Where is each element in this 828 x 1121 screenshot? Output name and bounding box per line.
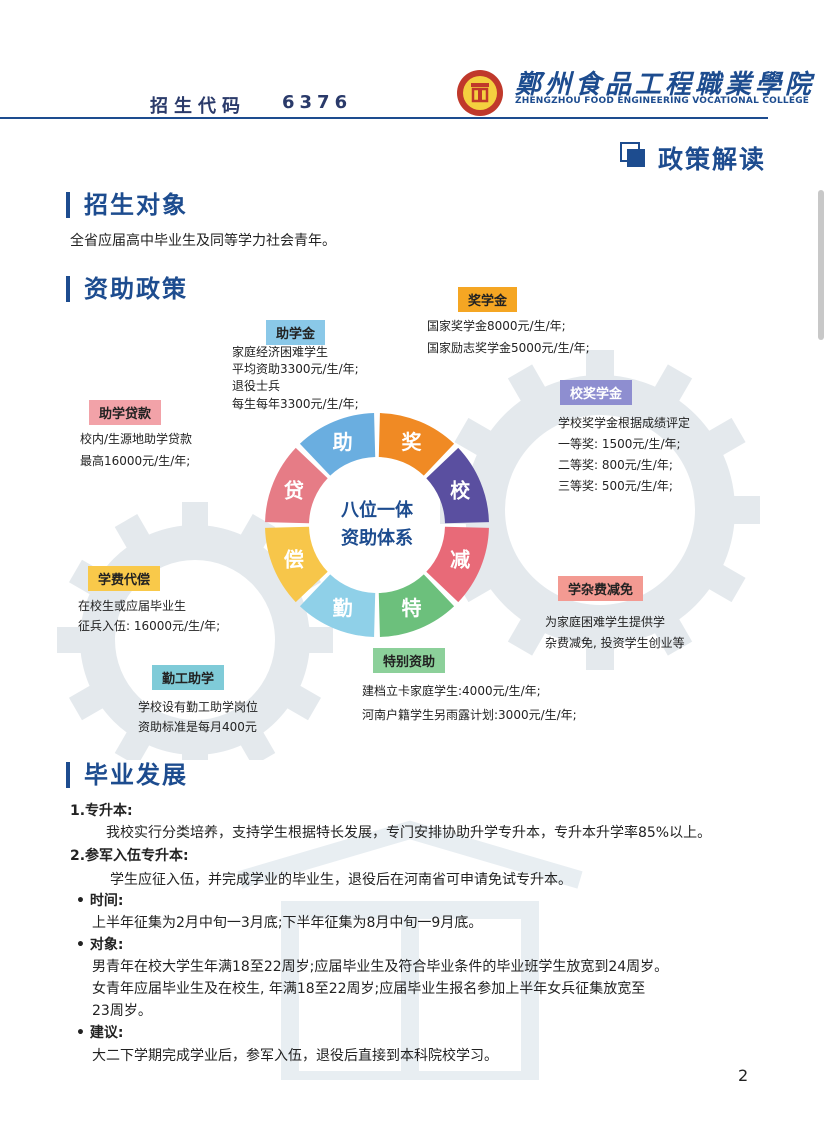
square-icon [620,142,645,167]
ring-segment-7 [265,447,328,524]
ring-segment-label-1: 奖 [401,430,422,454]
fee-waiver-line-1: 为家庭困难学生提供学 [545,615,666,629]
grant-tag: 助学金 [266,320,326,345]
ring-segment-label-8: 助 [333,430,353,454]
grant-line-4: 每生每年3300元/生/年; [232,397,359,411]
advice-text: 大二下学期完成学业后，参军入伍，退役后直接到本科院校学习。 [92,1048,498,1064]
school-scholarship-line-3: 二等奖: 800元/生/年; [558,458,673,472]
enroll-code-value: 6376 [282,92,353,113]
page-number: 2 [738,1066,749,1085]
school-name-zh: 鄭州食品工程職業學院 [515,70,816,100]
fee-waiver-line-2: 杂费减免, 投资学生创业等 [545,636,685,650]
grant-line-3: 退役士兵 [232,379,281,393]
career-item2-title: 2.参军入伍专升本: [70,848,189,864]
policy-title: 政策解读 [658,145,767,174]
school-scholarship-line-4: 三等奖: 500元/生/年; [558,479,673,493]
target-line-2: 女青年应届毕业生及在校生, 年满18至22周岁;应届毕业生报名参加上半年女兵征集… [92,981,646,997]
grant-line-2: 平均资助3300元/生/年; [232,362,359,376]
career-heading: 毕业发展 [66,762,188,788]
right-gear-shape [440,350,760,670]
ring-segment-4 [378,574,455,637]
fee-waiver-tag: 学杂费减免 [558,576,644,601]
center-line2: 资助体系 [341,527,413,549]
school-name-en: ZHENGZHOU FOOD ENGINEERING VOCATIONAL CO… [515,96,810,106]
ring-segment-2 [426,447,489,524]
target-line-1: 男青年在校大学生年满18至22周岁;应届毕业生及符合毕业条件的毕业班学生放宽到2… [92,959,669,975]
ring-segment-1 [378,413,455,476]
aid-heading: 资助政策 [66,276,188,302]
tuition-comp-line-2: 征兵入伍: 16000元/生/年; [78,619,221,633]
advice-label: • 建议: [76,1025,124,1041]
career-item1-text: 我校实行分类培养，支持学生根据特长发展，专门安排协助升学专升本，专升本升学率85… [106,825,712,841]
ring-segment-5 [299,574,376,637]
special-aid-tag: 特别资助 [373,648,446,673]
header-divider [0,117,768,119]
tuition-comp-line-1: 在校生或应届毕业生 [78,599,187,613]
career-item2-text: 学生应征入伍，并完成学业的毕业生，退役后在河南省可申请免试专升本。 [110,872,572,888]
scholarship-tag: 奖学金 [458,287,518,312]
scrollbar[interactable] [818,190,824,340]
grant-line-1: 家庭经济困难学生 [232,345,329,359]
enroll-code-label: 招生代码 [150,96,246,117]
work-study-line-2: 资助标准是每月400元 [138,720,257,734]
ring-segment-label-7: 贷 [284,479,304,503]
ring-segment-8 [299,413,376,476]
loan-tag: 助学贷款 [89,400,162,425]
loan-line-1: 校内/生源地助学贷款 [80,432,193,446]
ring-segment-label-4: 特 [401,596,421,620]
school-scholarship-line-2: 一等奖: 1500元/生/年; [558,437,681,451]
time-text: 上半年征集为2月中旬一3月底;下半年征集为8月中旬一9月底。 [92,915,483,931]
ring-segment-6 [265,526,328,603]
school-seal-icon [457,70,503,116]
loan-line-2: 最高16000元/生/年; [80,454,191,468]
tuition-comp-tag: 学费代偿 [88,566,161,591]
admission-heading: 招生对象 [66,192,188,218]
watermark-logo-icon [237,820,583,1080]
time-label: • 时间: [76,893,124,909]
school-scholarship-tag: 校奖学金 [560,380,633,405]
school-scholarship-line-1: 学校奖学金根据成绩评定 [558,416,691,430]
ring-segment-label-5: 勤 [333,596,353,620]
center-line1: 八位一体 [341,499,414,521]
ring-segment-label-2: 校 [450,479,471,503]
special-aid-line-2: 河南户籍学生另雨露计划:3000元/生/年; [362,708,577,722]
work-study-tag: 勤工助学 [152,665,225,690]
admission-text: 全省应届高中毕业生及同等学力社会青年。 [70,233,336,249]
special-aid-line-1: 建档立卡家庭学生:4000元/生/年; [362,684,541,698]
scholarship-line-2: 国家励志奖学金5000元/生/年; [427,341,590,355]
ring-segment-3 [426,526,489,603]
target-label: • 对象: [76,937,124,953]
ring-segment-label-6: 偿 [284,547,304,571]
target-line-3: 23周岁。 [92,1003,152,1019]
ring-segment-label-3: 减 [450,547,470,571]
work-study-line-1: 学校设有勤工助学岗位 [138,700,259,714]
scholarship-line-1: 国家奖学金8000元/生/年; [427,319,566,333]
career-item1-title: 1.专升本: [70,803,133,819]
